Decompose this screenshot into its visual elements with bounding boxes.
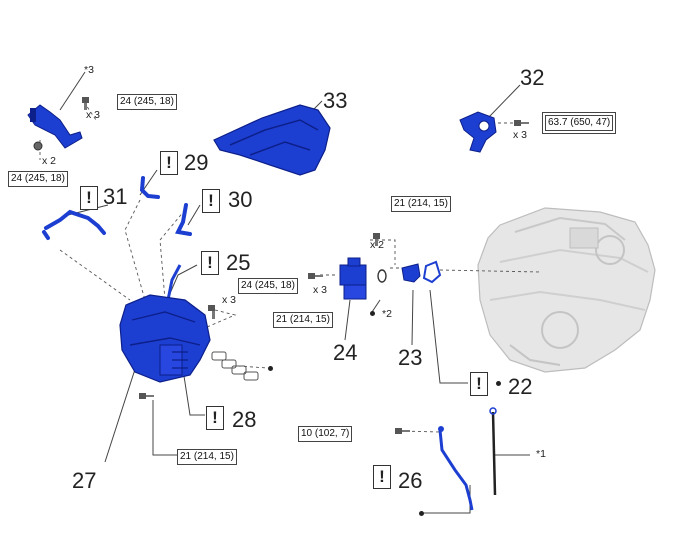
part-26-guide xyxy=(438,426,474,511)
bullet-dot-26 xyxy=(419,511,424,516)
part-22-gasket xyxy=(422,260,442,284)
hose-31-end xyxy=(42,230,50,240)
note-star2: *2 xyxy=(382,308,392,320)
bracket-star3 xyxy=(27,104,83,149)
part-27-housing xyxy=(119,294,211,383)
torque-bracket-nut: 24 (245, 18) xyxy=(8,171,68,187)
warning-icon-22: ! xyxy=(470,372,488,396)
torque-bolt-24-upper: 24 (245, 18) xyxy=(238,278,298,294)
part-number-29: 29 xyxy=(184,150,209,175)
part-number-24: 24 xyxy=(333,340,358,365)
dipstick-star1 xyxy=(489,407,497,496)
part-number-23: 23 xyxy=(398,345,423,370)
qty-flange-bolt: x 2 xyxy=(370,239,385,251)
hose-31 xyxy=(44,209,106,235)
torque-dipstick-bolt: 10 (102, 7) xyxy=(298,426,353,442)
warning-icon-25: ! xyxy=(201,251,219,275)
torque-bolt-24-lower: 21 (214, 15) xyxy=(273,312,333,328)
qty-bolt-32: x 3 xyxy=(513,129,528,141)
part-number-28: 28 xyxy=(232,407,257,432)
bullet-dot-22 xyxy=(496,381,501,386)
warning-icon-28: ! xyxy=(206,406,224,430)
note-star1: *1 xyxy=(536,448,546,460)
warning-icon-30: ! xyxy=(202,189,220,213)
nut-bracket xyxy=(33,141,43,151)
warning-icon-26: ! xyxy=(373,465,391,489)
torque-bracket-32: 63.7 (650, 47) xyxy=(541,112,617,134)
bolt-bracket xyxy=(82,97,89,110)
part-number-32: 32 xyxy=(520,65,545,90)
part-32-bracket xyxy=(459,111,497,153)
hose-29 xyxy=(139,176,160,199)
part-23-flange xyxy=(401,263,421,283)
part-number-22: 22 xyxy=(508,374,533,399)
engine-assembly xyxy=(477,207,656,373)
part-number-25: 25 xyxy=(226,250,251,275)
torque-bracket-bolt: 24 (245, 18) xyxy=(117,94,177,110)
hose-30 xyxy=(175,203,192,236)
warning-icon-31: ! xyxy=(80,186,98,210)
gasket-set xyxy=(211,351,259,381)
part-number-26: 26 xyxy=(398,468,423,493)
part-25-pipe xyxy=(166,264,182,301)
qty-bracket-nut: x 2 xyxy=(42,155,57,167)
part-number-27: 27 xyxy=(72,468,97,493)
bullet-dot-gasket xyxy=(268,366,273,371)
part-number-33: 33 xyxy=(323,88,348,113)
qty-bolt-24: x 3 xyxy=(313,284,328,296)
qty-bracket-bolt: x 3 xyxy=(86,109,101,121)
bullet-dot-star2 xyxy=(370,311,375,316)
torque-bolt-27: 21 (214, 15) xyxy=(177,449,237,465)
part-24-valve xyxy=(339,257,367,300)
oring-24 xyxy=(377,269,387,283)
part-33-manifold xyxy=(213,104,331,176)
hoses xyxy=(42,176,192,240)
torque-flange-bolt: 21 (214, 15) xyxy=(391,196,451,212)
part-number-30: 30 xyxy=(228,187,253,212)
qty-bolt-27: x 3 xyxy=(222,294,237,306)
part-number-31: 31 xyxy=(103,184,128,209)
note-star3: *3 xyxy=(84,64,94,76)
warning-icon-29: ! xyxy=(160,151,178,175)
bolt-32 xyxy=(514,120,529,126)
bolts xyxy=(139,233,410,434)
